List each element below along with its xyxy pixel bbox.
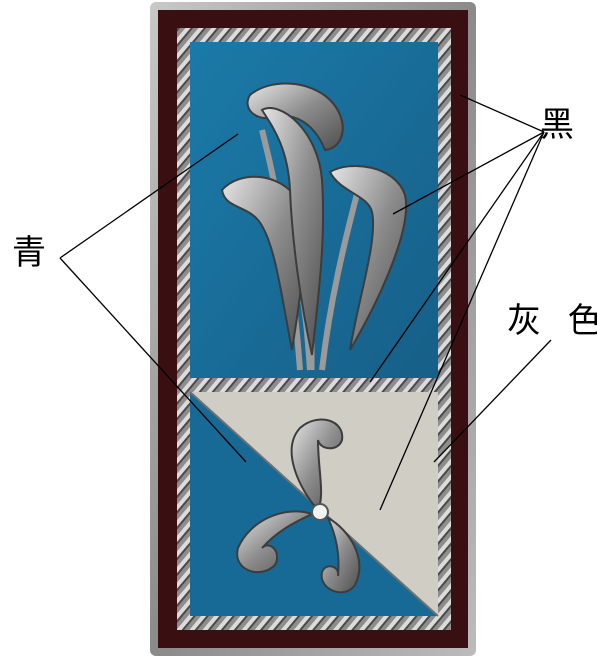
middle-rope-divider	[190, 378, 438, 392]
feather-plume	[246, 82, 344, 152]
qing-leader-lines	[59, 133, 247, 463]
feather-plume	[260, 107, 325, 356]
label-hui-se-grey: 灰 色	[507, 301, 597, 341]
feather-plume	[220, 175, 306, 351]
hui-leader-lines	[433, 339, 552, 463]
hei-leader-lines	[369, 94, 545, 511]
label-hei-black: 黑	[540, 105, 574, 145]
upper-feathers	[220, 82, 407, 371]
feather-curl	[236, 510, 315, 574]
feather-plume	[328, 165, 407, 351]
triskele-center	[311, 503, 329, 521]
triskele-feathers	[236, 418, 361, 594]
feather-curl	[290, 418, 344, 512]
feather-stem	[319, 189, 361, 371]
label-qing-blue: 青	[12, 233, 46, 273]
feather-curl	[320, 515, 361, 594]
